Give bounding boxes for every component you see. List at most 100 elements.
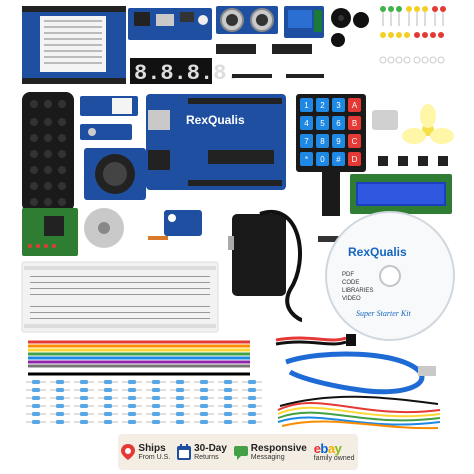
ir-remote	[22, 92, 74, 212]
joystick-module	[84, 148, 146, 200]
dc-motor-fan	[372, 104, 454, 144]
messaging-title: Responsive	[250, 442, 307, 454]
resistor	[32, 388, 40, 392]
ships-sub: From U.S.	[138, 453, 171, 461]
resistor	[128, 412, 136, 416]
ebay-sub: family owned	[313, 455, 355, 462]
resistor	[32, 380, 40, 384]
keypad-key	[332, 152, 345, 166]
keypad-key-label: D	[352, 155, 358, 164]
resistor	[80, 420, 88, 424]
resistor	[176, 388, 184, 392]
servo-motor	[148, 210, 202, 240]
resistor	[152, 396, 160, 400]
resistor	[200, 380, 208, 384]
resistor	[248, 388, 256, 392]
keypad-key	[316, 116, 329, 130]
resistor	[128, 404, 136, 408]
resistor	[224, 420, 232, 424]
resistor	[104, 412, 112, 416]
cd-menu: PDF CODE LIBRARIES VIDEO	[342, 272, 373, 302]
ultrasonic-sensor	[216, 6, 278, 34]
resistor	[152, 404, 160, 408]
ebay-badge: ebay family owned	[314, 442, 355, 462]
resistor	[248, 380, 256, 384]
resistor	[56, 420, 64, 424]
resistor	[152, 380, 160, 384]
keypad-key	[300, 134, 313, 148]
jumper-cable-small	[318, 236, 340, 242]
keypad-key-label: 7	[304, 137, 309, 146]
resistor	[200, 412, 208, 416]
keypad-key	[332, 116, 345, 130]
resistor	[104, 396, 112, 400]
keypad-key-label: 3	[336, 101, 341, 110]
lcd-display	[350, 174, 452, 214]
resistor	[176, 404, 184, 408]
keypad-key	[348, 116, 361, 130]
breadboard	[21, 261, 219, 333]
seven-segment-display: 8.8.8.8.	[130, 58, 240, 86]
resistor	[32, 420, 40, 424]
ships-title: Ships	[138, 442, 166, 454]
board-label: RexQualis	[186, 113, 245, 127]
resistor	[248, 396, 256, 400]
keypad-key-label: #	[336, 155, 341, 164]
keypad-key-label: 4	[304, 119, 309, 128]
svg-text:8.8.8.8.: 8.8.8.8.	[134, 61, 240, 86]
trust-badges-bar: Ships From U.S. 30-Day Returns Responsiv…	[118, 434, 358, 470]
keypad-key-label: 1	[304, 101, 309, 110]
keypad-key	[348, 152, 361, 166]
keypad-key-label: B	[352, 119, 357, 128]
resistor	[152, 412, 160, 416]
resistor	[176, 380, 184, 384]
prototype-shield	[22, 6, 126, 84]
buzzers	[331, 8, 369, 47]
resistor	[80, 412, 88, 416]
keypad-key-label: 6	[336, 119, 341, 128]
cd-menu-item: CODE	[342, 280, 359, 286]
resistor	[32, 404, 40, 408]
resistor	[248, 404, 256, 408]
resistor	[80, 404, 88, 408]
ebay-logo: ebay	[313, 441, 342, 456]
messaging-sub: Messaging	[250, 453, 285, 461]
cd-menu-item: PDF	[342, 272, 354, 278]
resistors	[26, 380, 262, 424]
location-pin-icon	[121, 444, 136, 460]
keypad-key	[348, 134, 361, 148]
keypad-key	[316, 98, 329, 112]
cd-label: RexQualis	[348, 245, 407, 259]
calendar-icon	[177, 444, 192, 460]
resistor	[200, 420, 208, 424]
resistor	[56, 404, 64, 408]
resistor	[80, 380, 88, 384]
sensor-modules	[80, 96, 138, 140]
keypad-key-label: 2	[320, 101, 325, 110]
resistor	[56, 388, 64, 392]
cd-menu-item: LIBRARIES	[342, 288, 373, 294]
resistor	[176, 412, 184, 416]
leds	[379, 6, 446, 64]
resistor	[224, 412, 232, 416]
resistor	[56, 412, 64, 416]
cd-menu-item: VIDEO	[342, 296, 361, 302]
stepper-motor	[84, 208, 148, 248]
keypad-key	[300, 152, 313, 166]
uno-board: RexQualis	[146, 94, 286, 190]
resistor	[200, 396, 208, 400]
resistor	[128, 396, 136, 400]
resistor	[176, 396, 184, 400]
relay-module	[284, 6, 324, 38]
keypad-key	[316, 152, 329, 166]
keypad-key-label: C	[352, 137, 358, 146]
resistor	[128, 388, 136, 392]
resistor	[152, 388, 160, 392]
resistor	[248, 420, 256, 424]
cd-title: Super Starter Kit	[356, 309, 411, 318]
resistor	[104, 420, 112, 424]
keypad-key-label: 5	[320, 119, 325, 128]
resistor	[128, 380, 136, 384]
resistor	[104, 380, 112, 384]
